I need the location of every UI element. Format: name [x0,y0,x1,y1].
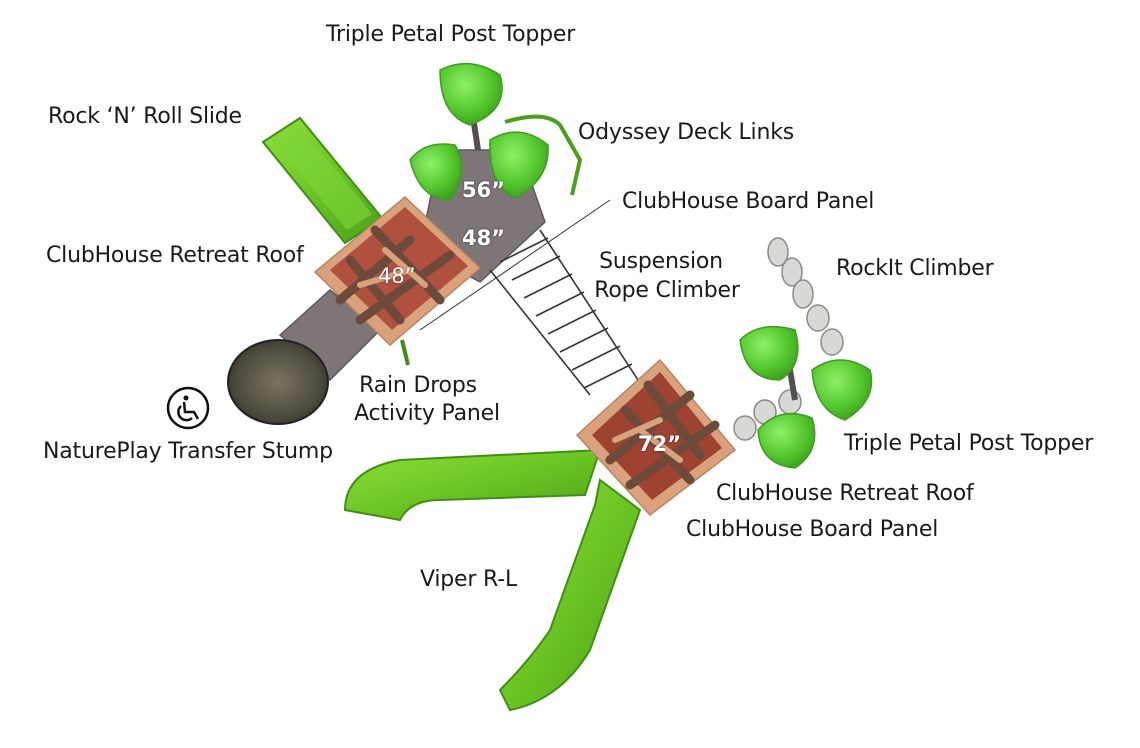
deck-height-48-upper: 48” [462,226,506,250]
natureplay-transfer-stump [227,339,329,425]
odyssey-deck-links [504,114,583,196]
label-suspension-rope-climber-line1: Suspension [599,249,723,274]
leader-line-board-panel [419,199,611,331]
triple-petal-post-topper-upper [409,62,549,201]
label-rain-drops-line1: Rain Drops [359,373,477,398]
label-clubhouse-board-panel-lower: ClubHouse Board Panel [686,517,939,542]
label-natureplay-transfer-stump: NaturePlay Transfer Stump [43,439,333,464]
label-clubhouse-board-panel-upper: ClubHouse Board Panel [622,189,875,214]
wheelchair-accessibility-icon [166,386,210,430]
label-rock-n-roll-slide: Rock ‘N’ Roll Slide [48,104,242,129]
triple-petal-post-topper-right [739,325,873,469]
deck-height-56: 56” [462,178,506,202]
deck-height-48-roof: 48” [378,264,416,288]
label-viper-rl: Viper R-L [420,567,518,592]
viper-rl-slide [343,448,642,712]
label-odyssey-deck-links: Odyssey Deck Links [578,120,794,145]
label-rain-drops-line2: Activity Panel [354,401,500,426]
deck-height-72: 72” [638,432,682,456]
clubhouse-retreat-roof-lower [575,358,737,517]
rock-n-roll-slide [261,116,384,245]
label-clubhouse-retreat-roof-lower: ClubHouse Retreat Roof [716,481,974,506]
label-clubhouse-retreat-roof-upper: ClubHouse Retreat Roof [46,243,304,268]
rain-drops-activity-panel [400,339,410,366]
label-suspension-rope-climber-line2: Rope Climber [594,278,740,303]
label-rockit-climber: RockIt Climber [836,256,994,281]
suspension-rope-climber [489,229,639,396]
label-triple-petal-post-topper-upper: Triple Petal Post Topper [326,22,576,47]
clubhouse-retreat-roof-upper [313,195,482,347]
label-triple-petal-post-topper-right: Triple Petal Post Topper [844,431,1094,456]
